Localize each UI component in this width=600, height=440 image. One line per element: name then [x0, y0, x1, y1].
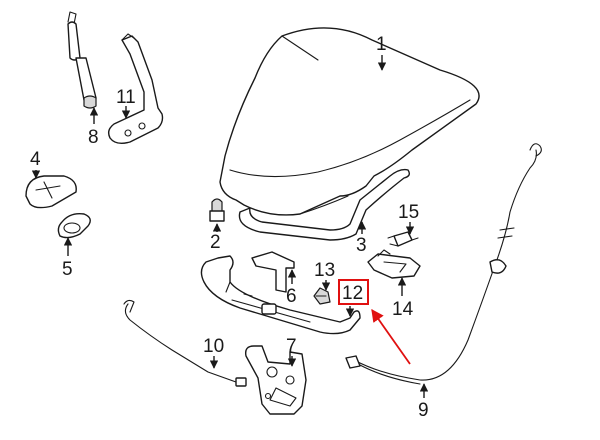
lamp-socket[interactable]	[387, 231, 419, 247]
hinge-cover[interactable]	[25, 175, 77, 209]
callout-15: 15	[398, 202, 419, 223]
bumper-stop[interactable]	[209, 198, 225, 222]
highlight-box	[338, 279, 369, 305]
hood-bumper[interactable]	[313, 287, 331, 305]
highlight-arrow	[371, 308, 411, 365]
hood-support-strut[interactable]	[67, 11, 97, 109]
leader-lines	[31, 55, 429, 398]
callout-3: 3	[356, 235, 367, 256]
callout-6: 6	[286, 286, 297, 307]
cover-grommet[interactable]	[57, 212, 91, 239]
callout-12: 12	[342, 283, 363, 304]
lock-support[interactable]	[200, 255, 361, 335]
callout-2: 2	[210, 232, 221, 253]
hood-latch[interactable]	[244, 345, 307, 415]
bracket[interactable]	[251, 251, 295, 293]
callout-4: 4	[30, 149, 41, 170]
highlighted-callout[interactable]: 12	[338, 279, 411, 365]
release-cable-short[interactable]	[123, 299, 247, 387]
callout-13: 13	[314, 260, 335, 281]
callout-7: 7	[286, 336, 297, 357]
hood-hinge[interactable]	[107, 33, 164, 145]
callout-14: 14	[392, 299, 414, 320]
callout-11: 11	[116, 87, 136, 108]
callout-labels: 1 2 3 4 5 6 7 8 9 10 11 13 14 15	[30, 34, 429, 421]
lamp-housing[interactable]	[367, 249, 421, 279]
callout-10: 10	[203, 336, 224, 357]
hood-panel[interactable]	[219, 27, 480, 216]
callout-1: 1	[376, 34, 387, 55]
callout-5: 5	[62, 259, 73, 280]
callout-8: 8	[88, 127, 99, 148]
hood-seal[interactable]	[238, 168, 411, 241]
release-cable[interactable]	[345, 143, 542, 385]
callout-9: 9	[418, 400, 429, 421]
